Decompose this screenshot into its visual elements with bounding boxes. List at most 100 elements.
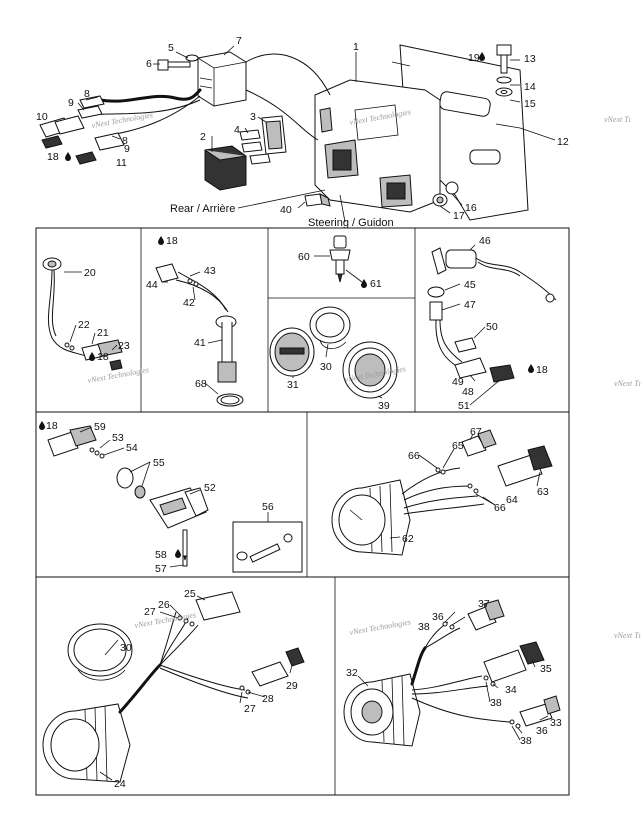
callout: 4	[234, 124, 240, 136]
callout: 29	[286, 680, 298, 692]
callout: 46	[479, 235, 491, 247]
panel-bezels	[269, 306, 398, 399]
callout: 56	[262, 501, 274, 513]
drop-icon	[65, 152, 71, 161]
callout: 30	[320, 361, 332, 373]
callout: 52	[204, 482, 216, 494]
callout: 30	[120, 642, 132, 654]
callout: 55	[153, 457, 165, 469]
drop-icon	[175, 549, 181, 558]
callout: 60	[298, 251, 310, 263]
callout: 1	[353, 41, 359, 53]
callout: 54	[126, 442, 138, 454]
callout: 8	[84, 88, 90, 100]
callout: 25	[184, 588, 196, 600]
callout: 32	[346, 667, 358, 679]
callout: 18	[536, 364, 548, 376]
callout: 59	[94, 421, 106, 433]
callout: 65	[452, 440, 464, 452]
callout: 5	[168, 42, 174, 54]
callout: 3	[250, 111, 256, 123]
callout: 27	[244, 703, 256, 715]
callout: 18	[46, 420, 58, 432]
callout: 27	[144, 606, 156, 618]
callout: 38	[520, 735, 532, 747]
callout: 7	[236, 35, 242, 47]
callout: 28	[262, 693, 274, 705]
callout: 40	[280, 204, 292, 216]
callout: 23	[118, 340, 130, 352]
panel-sensor-52	[47, 425, 293, 568]
callout: 35	[540, 663, 552, 675]
callout: 10	[36, 111, 48, 123]
callout: 49	[452, 376, 464, 388]
callout-labels: 1 2 3 4 5 6 7 8 8 9 9 10 11 12 13 14 15 …	[36, 35, 569, 790]
drop-icon	[528, 364, 534, 373]
callout: 2	[200, 131, 206, 143]
callout: 6	[146, 58, 152, 70]
callout: 53	[112, 432, 124, 444]
callout: 39	[378, 400, 390, 412]
panel-sensor-20	[42, 257, 123, 371]
drop-icon	[479, 52, 485, 61]
callout: 12	[557, 136, 569, 148]
callout: 16	[465, 202, 477, 214]
callout: 66	[408, 450, 420, 462]
callout: 47	[464, 299, 476, 311]
callout: 41	[194, 337, 206, 349]
callout: 9	[124, 143, 130, 155]
callout: 67	[470, 426, 482, 438]
callout: 43	[204, 265, 216, 277]
callout: 18	[97, 351, 109, 363]
callout: 18	[47, 151, 59, 163]
callout: 33	[550, 717, 562, 729]
callout: 38	[418, 621, 430, 633]
callout: 14	[524, 81, 536, 93]
watermark: vNext Technologies	[349, 617, 412, 637]
callout: 66	[494, 502, 506, 514]
caption-rear: Rear / Arrière	[170, 203, 235, 215]
watermark: vNext Tı	[604, 115, 631, 124]
callout: 36	[432, 611, 444, 623]
callout: 22	[78, 319, 90, 331]
callout: 26	[158, 599, 170, 611]
callout: 37	[478, 598, 490, 610]
callout: 57	[155, 563, 167, 575]
callout: 42	[183, 297, 195, 309]
top-section	[39, 44, 556, 223]
callout: 38	[490, 697, 502, 709]
callout: 63	[537, 486, 549, 498]
callout: 48	[462, 386, 474, 398]
callout: 61	[370, 278, 382, 290]
callout: 20	[84, 267, 96, 279]
drop-icon	[39, 421, 45, 430]
panel-sensor-46	[427, 244, 557, 406]
drop-icon	[361, 279, 367, 288]
callout: 58	[155, 549, 167, 561]
callout: 62	[402, 533, 414, 545]
callout: 9	[68, 97, 74, 109]
callout: 50	[486, 321, 498, 333]
panel-sensor-41	[155, 263, 244, 407]
callout: 51	[458, 400, 470, 412]
callout: 15	[524, 98, 536, 110]
callout: 24	[114, 778, 126, 790]
callout: 45	[464, 279, 476, 291]
callout: 18	[166, 235, 178, 247]
callout: 68	[195, 378, 207, 390]
watermark: vNext Tı	[614, 379, 641, 388]
panel-grid	[35, 227, 570, 796]
callout: 13	[524, 53, 536, 65]
callout: 44	[146, 279, 158, 291]
panel-gauge-32	[343, 599, 561, 747]
panel-gauge-62	[331, 429, 553, 556]
callout: 34	[505, 684, 517, 696]
drop-icon	[158, 236, 164, 245]
callout: 31	[287, 379, 299, 391]
callout: 21	[97, 327, 109, 339]
callout: 17	[453, 210, 465, 222]
callout: 8	[122, 135, 128, 147]
callout: 19	[468, 52, 480, 64]
watermark: vNext Tı	[614, 631, 641, 640]
